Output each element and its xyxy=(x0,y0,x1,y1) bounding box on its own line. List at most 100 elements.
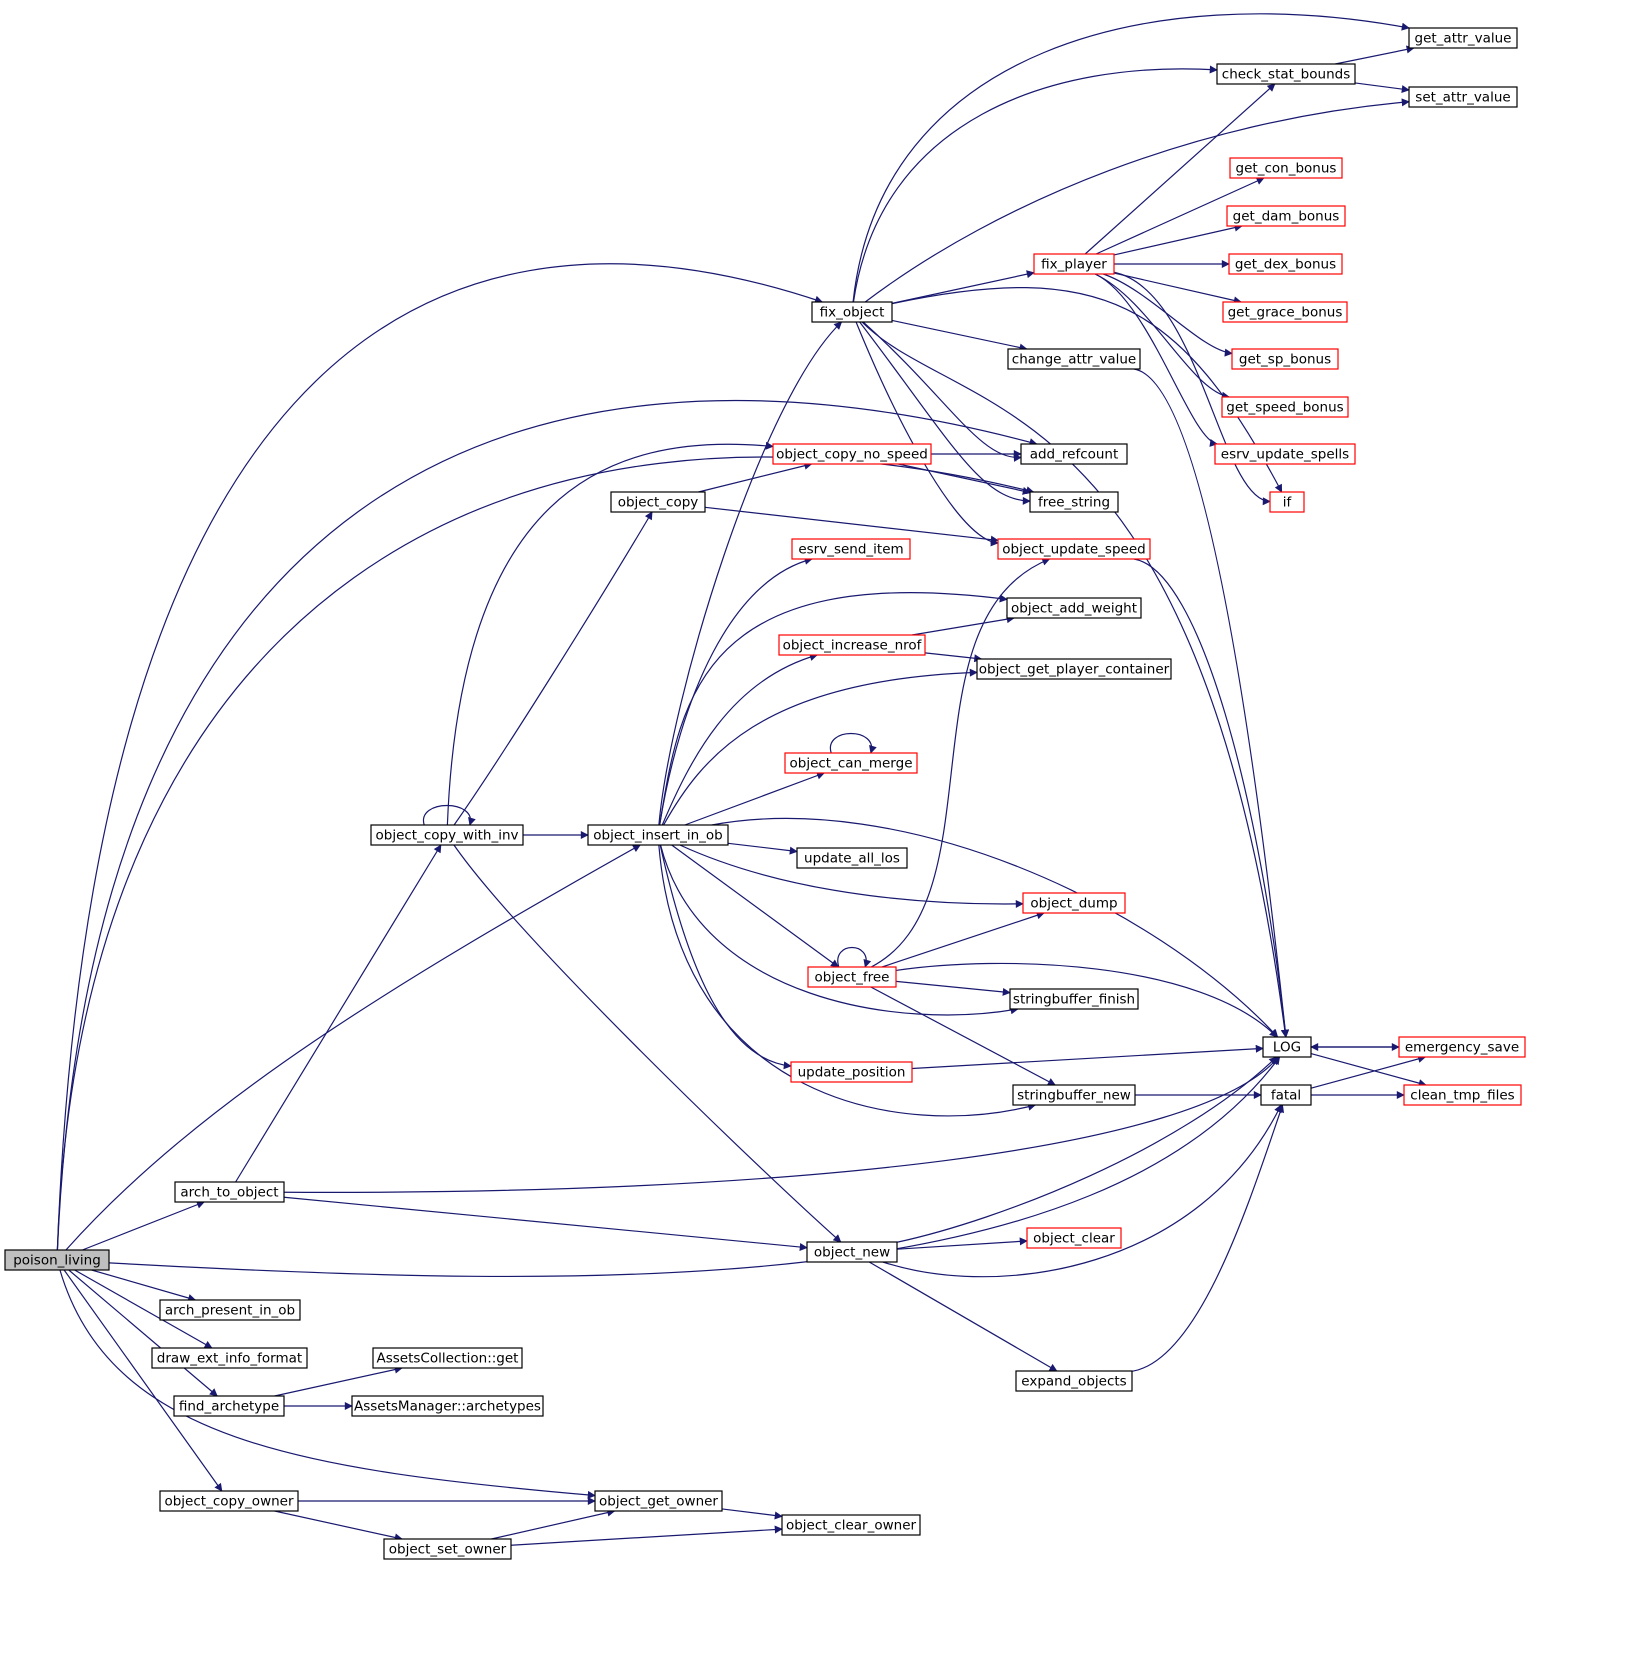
edge-object_new-to-LOG xyxy=(896,1056,1278,1243)
node-add-refcount[interactable]: add_refcount xyxy=(1020,443,1128,465)
node-if[interactable]: if xyxy=(1269,491,1305,513)
node-update-all-los[interactable]: update_all_los xyxy=(796,847,908,869)
node-fix-object[interactable]: fix_object xyxy=(811,301,893,323)
node-box xyxy=(811,301,893,323)
edge-object_insert_in_ob-to-object_dump xyxy=(679,844,1024,908)
edge-object_insert_in_ob-to-object_free xyxy=(671,844,839,968)
node-object-new[interactable]: object_new xyxy=(806,1241,898,1263)
edge-fix_object-to-add_refcount xyxy=(862,321,1022,462)
node-box xyxy=(781,1514,921,1536)
node-object-increase-nrof[interactable]: object_increase_nrof xyxy=(778,634,926,656)
node-box xyxy=(151,1347,308,1369)
node-assetscollection-get[interactable]: AssetsCollection::get xyxy=(372,1347,523,1369)
node-box xyxy=(1012,1084,1136,1106)
node-object-get-owner[interactable]: object_get_owner xyxy=(594,1490,723,1512)
node-box xyxy=(790,1061,913,1083)
node-set-attr-value[interactable]: set_attr_value xyxy=(1408,86,1518,108)
node-box xyxy=(159,1299,301,1321)
edge-object_copy-to-object_copy_no_speed xyxy=(698,461,813,493)
node-box xyxy=(594,1490,723,1512)
node-object-copy-with-inv[interactable]: object_copy_with_inv xyxy=(370,824,524,846)
node-get-dex-bonus[interactable]: get_dex_bonus xyxy=(1228,253,1343,275)
edge-object_copy-to-object_update_speed xyxy=(704,506,999,544)
node-label: fix_player xyxy=(1041,257,1107,273)
node-arch-to-object[interactable]: arch_to_object xyxy=(174,1181,285,1203)
node-expand-objects[interactable]: expand_objects xyxy=(1015,1370,1133,1392)
node-label: stringbuffer_finish xyxy=(1013,992,1135,1008)
node-box xyxy=(1231,348,1339,370)
node-object-copy-owner[interactable]: object_copy_owner xyxy=(159,1490,299,1512)
edge-object_increase_nrof-to-object_add_weight xyxy=(911,615,1015,636)
node-box xyxy=(383,1538,512,1560)
node-stringbuffer-new[interactable]: stringbuffer_new xyxy=(1012,1084,1136,1106)
node-label: object_copy_with_inv xyxy=(375,828,518,844)
node-label: expand_objects xyxy=(1021,1374,1126,1390)
node-object-set-owner[interactable]: object_set_owner xyxy=(383,1538,512,1560)
node-change-attr-value[interactable]: change_attr_value xyxy=(1007,348,1141,370)
node-get-sp-bonus[interactable]: get_sp_bonus xyxy=(1231,348,1339,370)
node-find-archetype[interactable]: find_archetype xyxy=(173,1395,285,1417)
node-emergency-save[interactable]: emergency_save xyxy=(1398,1036,1526,1058)
node-stringbuffer-finish[interactable]: stringbuffer_finish xyxy=(1009,988,1139,1010)
node-label: object_can_merge xyxy=(790,756,913,772)
node-object-copy[interactable]: object_copy xyxy=(610,491,706,513)
node-label: object_get_owner xyxy=(599,1494,718,1510)
node-label: LOG xyxy=(1273,1040,1301,1056)
node-label: find_archetype xyxy=(179,1399,279,1415)
node-draw-ext-info-format[interactable]: draw_ext_info_format xyxy=(151,1347,308,1369)
node-label: clean_tmp_files xyxy=(1410,1088,1514,1104)
node-box xyxy=(587,824,729,846)
edge-object_get_owner-to-object_clear_owner xyxy=(721,1508,783,1520)
node-fatal[interactable]: fatal xyxy=(1260,1084,1312,1106)
node-label: object_free xyxy=(815,970,890,986)
node-get-speed-bonus[interactable]: get_speed_bonus xyxy=(1221,396,1349,418)
node-box xyxy=(610,491,706,513)
node-object-update-speed[interactable]: object_update_speed xyxy=(997,538,1151,560)
node-object-free[interactable]: object_free xyxy=(807,966,897,988)
node-object-add-weight[interactable]: object_add_weight xyxy=(1006,597,1142,619)
edge-object_insert_in_ob-to-LOG xyxy=(711,817,1279,1038)
node-get-dam-bonus[interactable]: get_dam_bonus xyxy=(1226,205,1346,227)
node-clean-tmp-files[interactable]: clean_tmp_files xyxy=(1403,1084,1522,1106)
node-object-get-player-container[interactable]: object_get_player_container xyxy=(976,658,1172,680)
edge-object_new-to-fatal xyxy=(882,1104,1282,1278)
node-box xyxy=(1398,1036,1526,1058)
node-label: get_attr_value xyxy=(1415,31,1512,47)
node-box xyxy=(1228,253,1343,275)
edge-fix_object-to-get_attr_value xyxy=(852,13,1410,303)
node-object-can-merge[interactable]: object_can_merge xyxy=(784,752,918,774)
edge-update_position-to-LOG xyxy=(911,1044,1264,1070)
node-get-grace-bonus[interactable]: get_grace_bonus xyxy=(1222,301,1348,323)
node-label: emergency_save xyxy=(1405,1040,1519,1056)
node-esrv-send-item[interactable]: esrv_send_item xyxy=(791,538,911,560)
edge-fix_player-to-get_grace_bonus xyxy=(1113,272,1242,305)
node-fix-player[interactable]: fix_player xyxy=(1033,253,1115,275)
node-get-con-bonus[interactable]: get_con_bonus xyxy=(1229,157,1343,179)
node-object-dump[interactable]: object_dump xyxy=(1022,892,1126,914)
edge-object_insert_in_ob-to-stringbuffer_finish xyxy=(659,844,1019,1016)
edges-layer xyxy=(56,13,1427,1546)
node-object-clear-owner[interactable]: object_clear_owner xyxy=(781,1514,921,1536)
edge-poison_living-to-arch_to_object xyxy=(82,1200,205,1251)
edge-object_free-to-LOG xyxy=(895,962,1278,1038)
node-box xyxy=(1260,1084,1312,1106)
node-check-stat-bounds[interactable]: check_stat_bounds xyxy=(1216,63,1356,85)
edge-poison_living-to-draw_ext_info_format xyxy=(74,1269,213,1349)
node-poison-living[interactable]: poison_living xyxy=(4,1249,110,1271)
node-object-clear[interactable]: object_clear xyxy=(1026,1227,1122,1249)
edge-object_insert_in_ob-to-esrv_send_item xyxy=(659,556,813,826)
node-label: object_insert_in_ob xyxy=(593,828,722,844)
node-object-insert-in-ob[interactable]: object_insert_in_ob xyxy=(587,824,729,846)
edge-object_copy_with_inv-to-object_new xyxy=(453,844,842,1243)
node-free-string[interactable]: free_string xyxy=(1029,491,1119,513)
node-log[interactable]: LOG xyxy=(1262,1036,1312,1058)
node-box xyxy=(1029,491,1119,513)
node-object-copy-no-speed[interactable]: object_copy_no_speed xyxy=(772,443,932,465)
node-esrv-update-spells[interactable]: esrv_update_spells xyxy=(1214,443,1356,465)
node-arch-present-in-ob[interactable]: arch_present_in_ob xyxy=(159,1299,301,1321)
edge-object_new-to-object_clear xyxy=(896,1237,1028,1250)
node-update-position[interactable]: update_position xyxy=(790,1061,913,1083)
edge-object_insert_in_ob-to-stringbuffer_new xyxy=(658,844,1037,1117)
node-assetsmanager-archetypes[interactable]: AssetsManager::archetypes xyxy=(351,1395,544,1417)
node-get-attr-value[interactable]: get_attr_value xyxy=(1408,27,1518,49)
